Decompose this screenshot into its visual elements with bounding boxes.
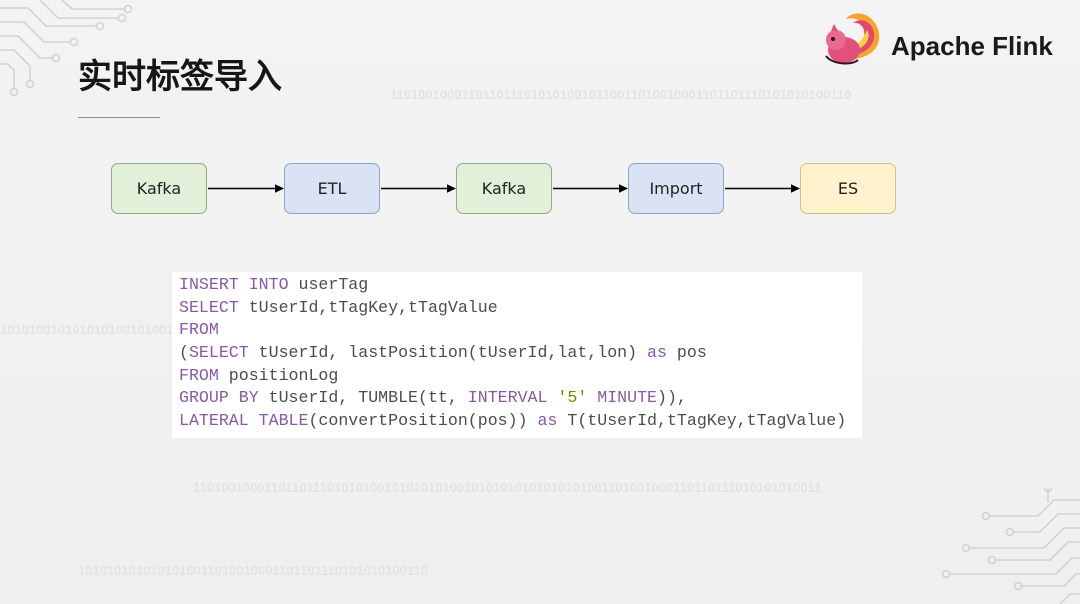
sql-text: pos	[666, 342, 707, 362]
sql-keyword: SELECT	[179, 297, 239, 317]
sql-text: )),	[657, 388, 687, 408]
code-line: FROM	[179, 319, 862, 342]
sql-keyword: INTERVAL	[467, 388, 548, 408]
flow-arrow	[208, 184, 284, 193]
sql-text: (convertPosition(pos))	[308, 410, 538, 430]
binary-watermark: 1101001000110110111010101001010101010010…	[193, 480, 822, 495]
code-line: SELECT tUserId,tTagKey,tTagValue	[179, 297, 862, 320]
node-label: Import	[649, 179, 703, 198]
sql-keyword: GROUP BY	[179, 388, 259, 408]
sql-text: tUserId,tTagKey,tTagValue	[238, 297, 498, 317]
pipeline-node-kafka-source: Kafka	[111, 163, 207, 214]
code-line: (SELECT tUserId, lastPosition(tUserId,la…	[179, 342, 862, 365]
code-line: INSERT INTO userTag	[179, 274, 862, 297]
flow-arrow	[381, 184, 456, 193]
pipeline-node-kafka-intermediate: Kafka	[456, 163, 552, 214]
sql-code-block: INSERT INTO userTag SELECT tUserId,tTagK…	[172, 272, 862, 438]
sql-text: userTag	[288, 275, 369, 294]
flow-arrow	[725, 184, 800, 193]
code-line: LATERAL TABLE(convertPosition(pos)) as T…	[179, 410, 862, 433]
node-label: Kafka	[136, 179, 182, 198]
node-label: Kafka	[481, 179, 527, 198]
sql-string-literal: '5'	[547, 388, 598, 408]
title-underline	[78, 117, 160, 118]
sql-keyword: MINUTE	[597, 388, 658, 408]
sql-keyword: as	[647, 342, 667, 362]
binary-watermark: 1010100101010101001010010101	[0, 322, 203, 337]
sql-text: positionLog	[218, 365, 339, 385]
sql-keyword: LATERAL TABLE	[179, 410, 309, 430]
pipeline-node-etl: ETL	[284, 163, 380, 214]
sql-keyword: SELECT	[188, 342, 249, 362]
circuit-decoration-top-left	[0, 0, 133, 97]
binary-watermark: 1010101010101010011010010001101101110101…	[78, 563, 428, 578]
code-line: GROUP BY tUserId, TUMBLE(tt, INTERVAL '5…	[179, 387, 862, 410]
brand-name: Apache Flink	[891, 31, 1053, 61]
binary-watermark: 1101001000110110111010101001011001101001…	[390, 87, 852, 102]
node-label: ES	[837, 179, 859, 198]
sql-text: tUserId, lastPosition(tUserId,lat,lon)	[248, 342, 648, 362]
slide-title: 实时标签导入	[78, 57, 282, 97]
sql-keyword: FROM	[179, 320, 219, 340]
pipeline-node-import: Import	[628, 163, 724, 214]
flink-squirrel-icon	[825, 13, 880, 65]
sql-text: T(tUserId,tTagKey,tTagValue)	[557, 410, 847, 430]
pipeline-node-es: ES	[800, 163, 896, 214]
brand-logo: Apache Flink	[823, 9, 1063, 69]
sql-keyword: as	[537, 410, 558, 430]
circuit-decoration-bottom-right	[941, 488, 1080, 604]
code-line: FROM positionLog	[179, 365, 862, 388]
sql-keyword: INSERT INTO	[179, 275, 289, 294]
sql-keyword: FROM	[179, 365, 219, 385]
flow-arrow	[553, 184, 628, 193]
sql-text: tUserId, TUMBLE(tt,	[258, 388, 468, 408]
sql-text: (	[179, 342, 189, 362]
node-label: ETL	[317, 179, 347, 198]
